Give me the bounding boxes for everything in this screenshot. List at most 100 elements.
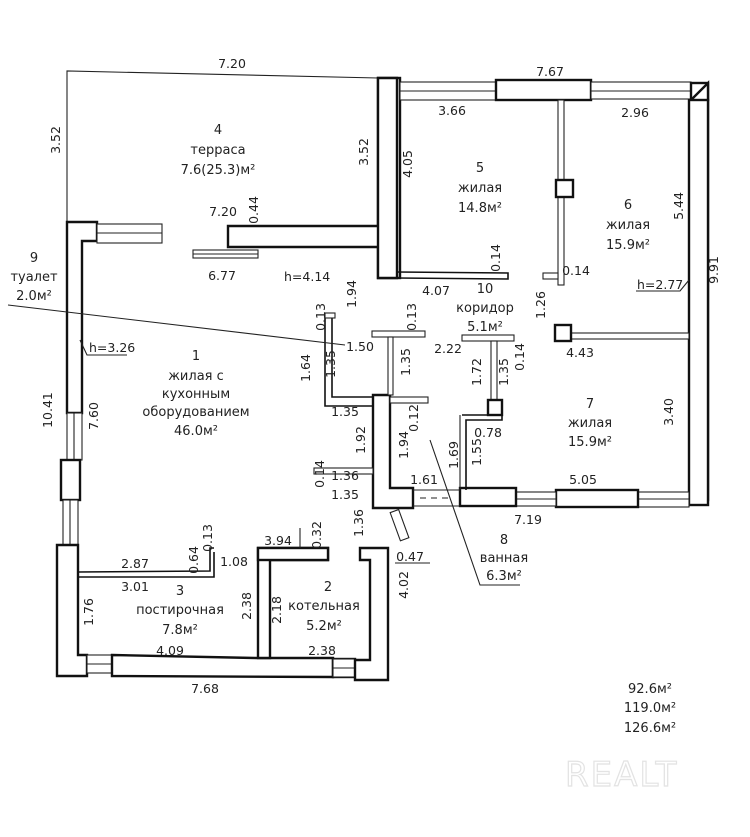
area-totals: 92.6м² 119.0м² 126.6м²	[624, 682, 676, 736]
room-5-label: 5 жилая 14.8м²	[458, 161, 502, 216]
svg-text:1.35: 1.35	[331, 487, 359, 502]
svg-text:туалет: туалет	[10, 270, 58, 285]
dimension-label: 0.13	[404, 303, 419, 331]
svg-text:14.8м²: 14.8м²	[458, 201, 502, 216]
dimensions: 7.20 7.20 6.77 7.67 3.66 2.96 4.07 0.14 …	[121, 56, 649, 696]
dimension-label: 1.69	[446, 441, 461, 469]
height-label: h=4.14	[284, 269, 330, 284]
dimension-label: 7.60	[86, 402, 101, 430]
dimension-label: 1.35	[496, 358, 511, 386]
dimension-label: 0.12	[406, 404, 421, 432]
svg-text:4: 4	[214, 123, 222, 138]
svg-text:2.87: 2.87	[121, 556, 149, 571]
svg-text:5.2м²: 5.2м²	[306, 619, 342, 634]
room-7-label: 7 жилая 15.9м²	[568, 397, 612, 450]
svg-text:46.0м²: 46.0м²	[174, 424, 218, 439]
svg-text:жилая: жилая	[458, 181, 502, 196]
partitions	[77, 99, 690, 578]
svg-text:2.96: 2.96	[621, 105, 649, 120]
svg-text:терраса: терраса	[190, 143, 245, 158]
svg-text:0.78: 0.78	[474, 425, 502, 440]
dimension-label: 0.13	[313, 303, 328, 331]
total-living-area: 92.6м²	[628, 682, 672, 697]
dimension-label: 4.02	[396, 571, 411, 599]
svg-text:5.1м²: 5.1м²	[467, 320, 503, 335]
dimension-label: 1.76	[81, 598, 96, 626]
dimension-label: 0.14	[312, 460, 327, 488]
svg-text:7.20: 7.20	[209, 204, 237, 219]
height-label: h=3.26	[89, 340, 135, 355]
dimension-label: 2.18	[269, 596, 284, 624]
dimension-label: 3.52	[48, 126, 63, 154]
dimension-label: 0.14	[488, 244, 503, 272]
room-2-label: 2 котельная 5.2м²	[288, 580, 360, 634]
dimension-label: 1.35	[323, 350, 338, 378]
room-1-label: 1 жилая с кухонным оборудованием 46.0м²	[142, 349, 249, 439]
svg-text:7.6(25.3)м²: 7.6(25.3)м²	[181, 163, 256, 178]
room-6-label: 6 жилая 15.9м²	[606, 198, 650, 253]
svg-text:3.01: 3.01	[121, 579, 149, 594]
dimension-label: 1.64	[298, 354, 313, 382]
room-4-label: 4 терраса 7.6(25.3)м²	[181, 123, 256, 178]
svg-text:1.50: 1.50	[346, 339, 374, 354]
svg-text:котельная: котельная	[288, 599, 360, 614]
svg-text:4.07: 4.07	[422, 283, 450, 298]
svg-text:7: 7	[586, 397, 594, 412]
svg-text:3: 3	[176, 584, 184, 599]
svg-text:7.68: 7.68	[191, 681, 219, 696]
svg-text:жилая: жилая	[606, 218, 650, 233]
svg-text:жилая с: жилая с	[168, 369, 224, 384]
svg-text:2.0м²: 2.0м²	[16, 289, 52, 304]
dimension-label: 1.55	[469, 438, 484, 466]
svg-text:6: 6	[624, 198, 632, 213]
terrace-outline	[66, 70, 379, 226]
svg-text:4.09: 4.09	[156, 643, 184, 658]
svg-text:6.3м²: 6.3м²	[486, 569, 522, 584]
room-3-label: 3 постирочная 7.8м²	[136, 584, 224, 638]
svg-text:10: 10	[477, 282, 494, 297]
svg-text:7.67: 7.67	[536, 64, 564, 79]
dimension-label: 1.36	[351, 509, 366, 537]
dimension-label: 3.40	[661, 398, 676, 426]
svg-text:2: 2	[324, 580, 332, 595]
dimension-label: 4.05	[400, 150, 415, 178]
dimension-label: 3.52	[356, 138, 371, 166]
svg-text:1.35: 1.35	[331, 404, 359, 419]
room-9-label: 9 туалет 2.0м²	[10, 251, 58, 304]
height-label: h=2.77	[637, 277, 683, 292]
watermark-logo: REALT	[565, 755, 678, 795]
svg-text:3.94: 3.94	[264, 533, 292, 548]
svg-text:15.9м²: 15.9м²	[606, 238, 650, 253]
svg-text:7.8м²: 7.8м²	[162, 623, 198, 638]
dimension-label: 1.26	[533, 291, 548, 319]
dimension-label: 0.32	[309, 521, 324, 549]
total-area: 119.0м²	[624, 701, 676, 716]
svg-text:оборудованием: оборудованием	[142, 405, 249, 420]
dimension-label: 1.72	[469, 358, 484, 386]
svg-text:кухонным: кухонным	[162, 387, 230, 402]
svg-text:5.05: 5.05	[569, 472, 597, 487]
svg-text:9: 9	[30, 251, 38, 266]
dimension-label: 2.38	[239, 592, 254, 620]
svg-text:2.22: 2.22	[434, 341, 462, 356]
svg-text:7.19: 7.19	[514, 512, 542, 527]
svg-text:0.14: 0.14	[562, 263, 590, 278]
total-area-with-terrace: 126.6м²	[624, 721, 676, 736]
dimension-label: 0.14	[512, 343, 527, 371]
walls	[55, 76, 710, 682]
dimension-label: 0.44	[246, 196, 261, 224]
dimension-label: 5.44	[671, 192, 686, 220]
svg-text:постирочная: постирочная	[136, 603, 224, 618]
svg-text:1.61: 1.61	[410, 472, 438, 487]
dimension-label: 1.94	[344, 280, 359, 308]
svg-text:6.77: 6.77	[208, 268, 236, 283]
dimension-label: 10.41	[40, 392, 55, 428]
svg-text:7.20: 7.20	[218, 56, 246, 71]
svg-text:5: 5	[476, 161, 484, 176]
svg-text:1.08: 1.08	[220, 554, 248, 569]
svg-text:ванная: ванная	[480, 551, 528, 566]
room-10-label: 10 коридор 5.1м²	[456, 282, 514, 335]
dimension-label: 1.92	[353, 426, 368, 454]
